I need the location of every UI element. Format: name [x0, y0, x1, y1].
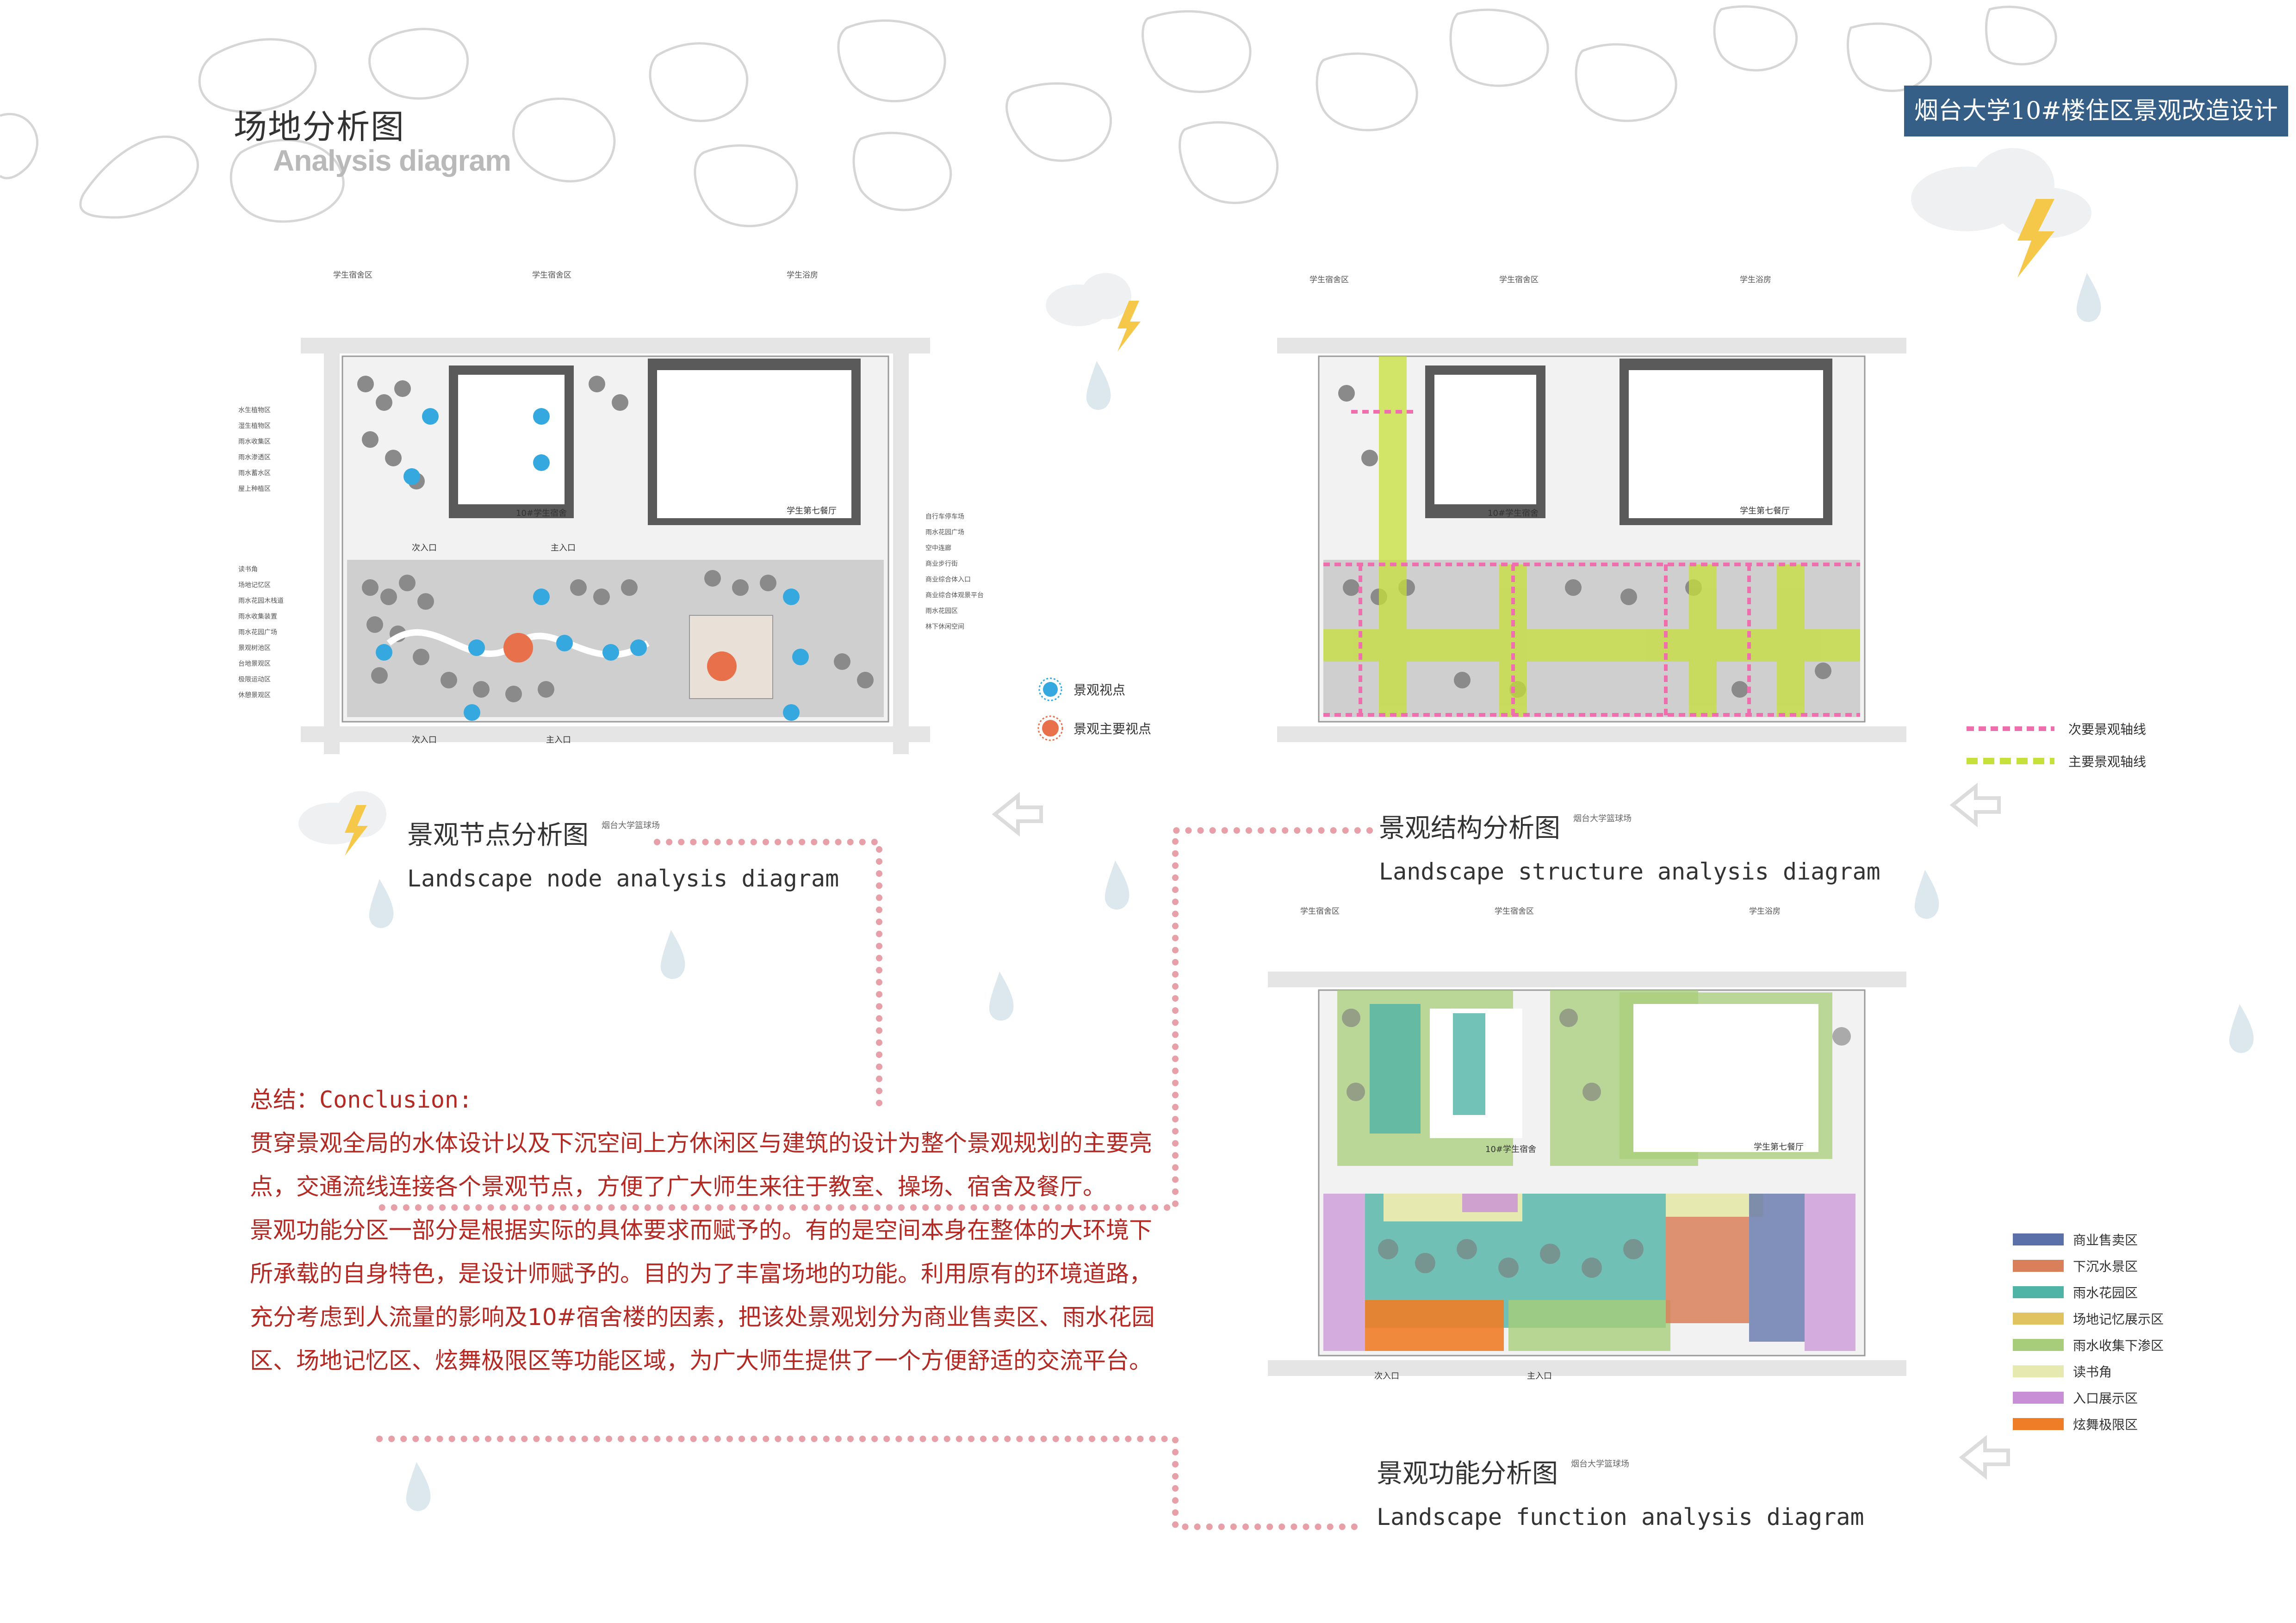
- function-legend: 商业售卖区 下沉水景区 雨水花园区 场地记忆展示区 雨水收集下渗区 读书角 入口…: [2013, 1226, 2164, 1437]
- legend-item-main-axis: 主要景观轴线: [1967, 752, 2146, 770]
- function-main-gate: 主入口: [1527, 1371, 1552, 1381]
- secondary-axis-swatch: [1967, 726, 2054, 731]
- node-diagram: 学生宿舍区 学生宿舍区 学生浴房 10#学生宿舍 学生第七餐厅 次入口 主入口 …: [296, 264, 944, 800]
- function-diagram: 学生宿舍区 学生宿舍区 学生浴房 10#学生宿舍 学生第七餐厅 次入口 主入口: [1268, 898, 1916, 1434]
- structure-title-cn: 景观结构分析图: [1379, 813, 1560, 843]
- main-view-point-icon: [1037, 715, 1063, 741]
- view-point-icon: [1038, 677, 1062, 701]
- legend-item-extreme-dance: 炫舞极限区: [2013, 1411, 2164, 1437]
- structure-title-en: Landscape structure analysis diagram: [1379, 858, 1880, 885]
- function-title-tag: 烟台大学篮球场: [1571, 1459, 1629, 1469]
- structure-road-1: 学生宿舍区: [1309, 275, 1349, 285]
- structure-road-3: 学生浴房: [1740, 275, 1771, 285]
- structure-dorm-label: 10#学生宿舍: [1488, 508, 1539, 518]
- structure-title-tag: 烟台大学篮球场: [1573, 814, 1632, 824]
- structure-road-2: 学生宿舍区: [1499, 275, 1539, 285]
- legend-item-reading-corner: 读书角: [2013, 1358, 2164, 1384]
- page-title: 场地分析图: [234, 107, 405, 146]
- project-banner: 烟台大学10#楼住区景观改造设计: [1904, 86, 2288, 136]
- conclusion: 总结：Conclusion: 贯穿景观全局的水体设计以及下沉空间上方休闲区与建筑…: [250, 1078, 1157, 1382]
- node-title-cn: 景观节点分析图: [407, 820, 589, 850]
- legend-item-secondary-axis: 次要景观轴线: [1967, 719, 2146, 738]
- node-left-annotations: 水生植物区湿生植物区雨水收集区雨水渗透区雨水蓄水区屋上种植区 读书角场地记忆区雨…: [238, 407, 284, 699]
- function-site-plan: [1268, 972, 1906, 1376]
- function-road-2: 学生宿舍区: [1495, 907, 1534, 916]
- function-dorm-label: 10#学生宿舍: [1485, 1145, 1536, 1154]
- structure-diagram: 学生宿舍区 学生宿舍区 学生浴房 10#学生宿舍 学生第七餐厅: [1277, 264, 1916, 800]
- legend-item-sunken-water: 下沉水景区: [2013, 1252, 2164, 1279]
- secondary-gate-bottom: 次入口: [412, 735, 437, 745]
- main-axis-swatch: [1967, 758, 2054, 764]
- main-gate-bottom: 主入口: [546, 735, 571, 745]
- node-right-annotations: 自行车停车场雨水花园广场空中连廊商业步行街商业综合体入口商业综合体观景平台雨水花…: [925, 513, 984, 631]
- legend-item-view-point: 景观视点: [1036, 675, 1151, 703]
- north-road-label-2: 学生宿舍区: [532, 271, 571, 280]
- node-legend: 景观视点 景观主要视点: [1036, 675, 1151, 742]
- function-road-3: 学生浴房: [1749, 907, 1781, 916]
- function-secondary-gate: 次入口: [1374, 1371, 1399, 1381]
- structure-canteen-label: 学生第七餐厅: [1740, 506, 1790, 516]
- dorm-label: 10#学生宿舍: [516, 508, 567, 518]
- structure-site-plan: [1277, 338, 1906, 742]
- node-markers: [376, 408, 809, 721]
- conclusion-paragraph-2: 景观功能分区一部分是根据实际的具体要求而赋予的。有的是空间本身在整体的大环境下所…: [250, 1217, 1155, 1374]
- function-canteen-label: 学生第七餐厅: [1754, 1142, 1804, 1152]
- legend-item-entrance-display: 入口展示区: [2013, 1384, 2164, 1411]
- legend-item-rain-garden: 雨水花园区: [2013, 1279, 2164, 1305]
- legend-item-main-view-point: 景观主要视点: [1036, 714, 1151, 742]
- north-road-label-3: 学生浴房: [787, 271, 818, 280]
- legend-item-rain-infiltration: 雨水收集下渗区: [2013, 1332, 2164, 1358]
- conclusion-paragraph-1: 贯穿景观全局的水体设计以及下沉空间上方休闲区与建筑的设计为整个景观规划的主要亮点…: [250, 1130, 1152, 1200]
- main-gate-top: 主入口: [551, 543, 576, 553]
- node-title-tag: 烟台大学篮球场: [602, 821, 660, 830]
- page-subtitle: Analysis diagram: [273, 144, 511, 177]
- function-title-en: Landscape function analysis diagram: [1377, 1504, 1864, 1530]
- node-title-en: Landscape node analysis diagram: [407, 865, 839, 892]
- north-road-label-1: 学生宿舍区: [333, 271, 372, 280]
- legend-item-memory-display: 场地记忆展示区: [2013, 1305, 2164, 1332]
- function-title-cn: 景观功能分析图: [1377, 1459, 1558, 1489]
- function-road-1: 学生宿舍区: [1300, 907, 1340, 916]
- structure-legend: 次要景观轴线 主要景观轴线: [1967, 719, 2146, 770]
- conclusion-heading: 总结：Conclusion:: [250, 1086, 473, 1113]
- legend-item-commerce: 商业售卖区: [2013, 1226, 2164, 1252]
- secondary-gate-top: 次入口: [412, 543, 437, 553]
- canteen-label: 学生第七餐厅: [787, 506, 837, 516]
